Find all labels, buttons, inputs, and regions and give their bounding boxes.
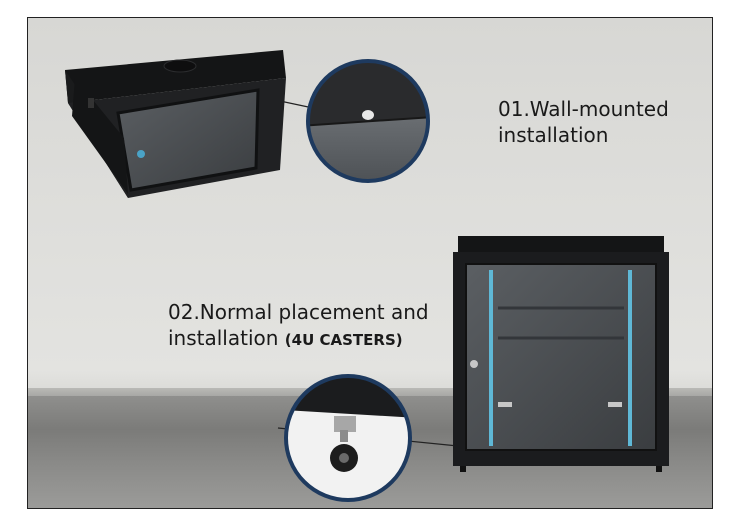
wall-mounted-cabinet xyxy=(65,50,286,198)
floor-cabinet xyxy=(453,236,669,472)
wall-mounted-caption: 01.Wall-mounted installation xyxy=(498,96,669,148)
caption-2-line-1: 02.Normal placement and xyxy=(168,300,429,324)
zoom-mounting-hole xyxy=(306,59,430,183)
zoom-caster-wheel xyxy=(284,374,412,502)
casters-note: (4U CASTERS) xyxy=(284,331,403,349)
caption-2-line-2-main: installation xyxy=(168,326,285,350)
product-photo: 01.Wall-mounted installation 02.Normal p… xyxy=(27,17,713,509)
caption-1-line-1: 01.Wall-mounted xyxy=(498,97,669,121)
caption-1-line-2: installation xyxy=(498,123,609,147)
caption-2-line-2: installation (4U CASTERS) xyxy=(168,325,429,353)
floor-standing-caption: 02.Normal placement and installation (4U… xyxy=(168,299,429,353)
illustration-layer xyxy=(65,50,669,502)
